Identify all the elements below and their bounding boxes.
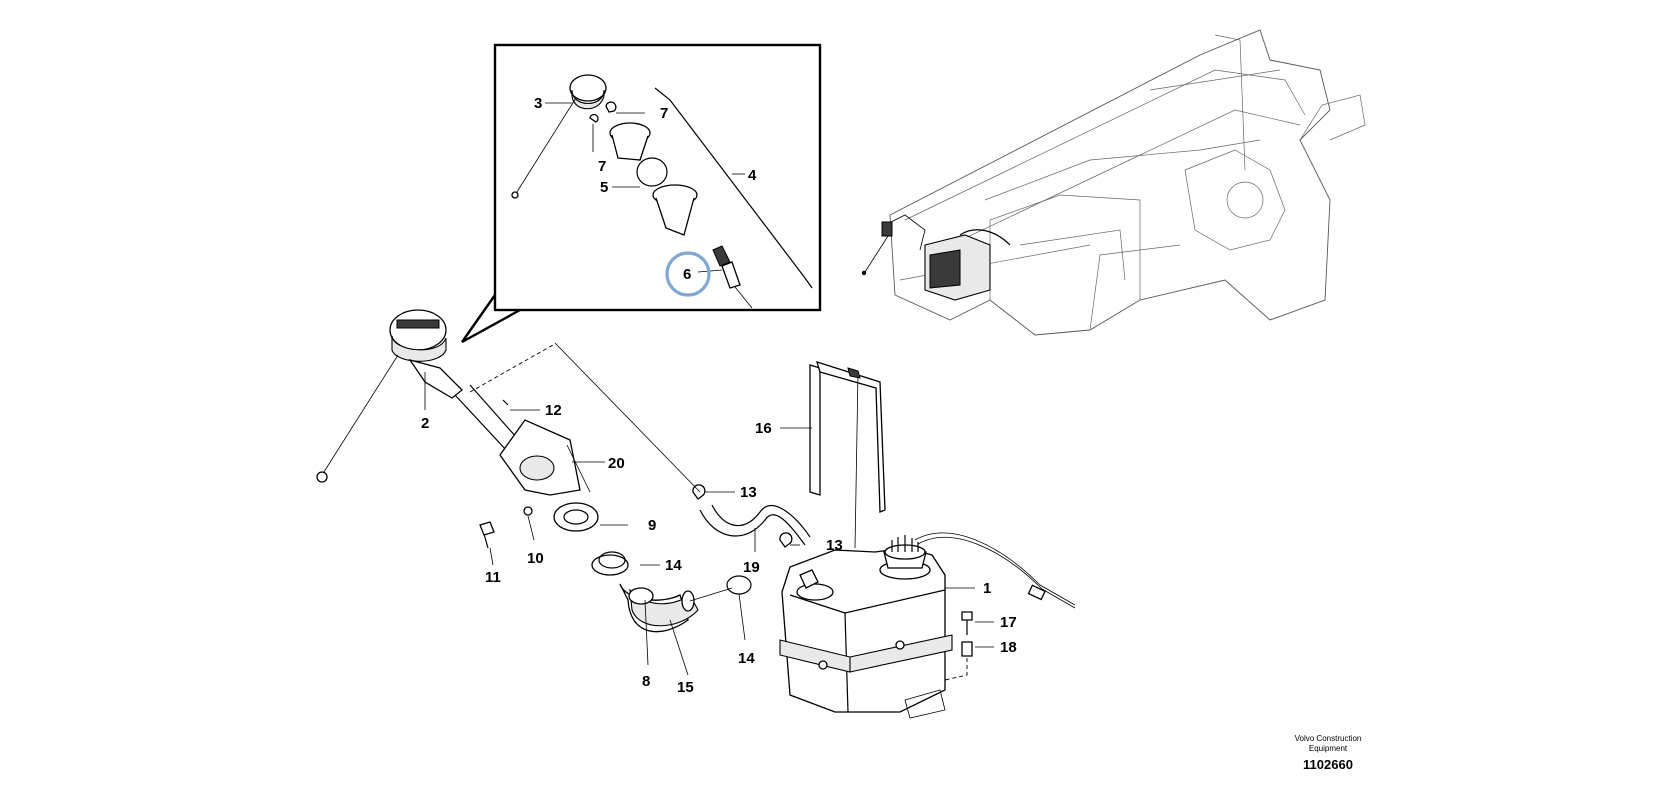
callout-13-left: 13 xyxy=(740,484,757,501)
callout-4: 4 xyxy=(748,167,757,184)
hose-assembly xyxy=(554,342,811,633)
callout-labels: 1 2 3 4 5 6 7 7 8 9 10 11 12 13 13 14 14… xyxy=(421,95,1017,696)
callout-2: 2 xyxy=(421,415,429,432)
callout-8: 8 xyxy=(642,673,650,690)
callout-1: 1 xyxy=(983,580,991,597)
company-name-line2: Equipment xyxy=(1309,744,1348,753)
callout-12: 12 xyxy=(545,402,562,419)
callout-3: 3 xyxy=(534,95,542,112)
callout-19: 19 xyxy=(743,559,760,576)
company-name-line1: Volvo Construction xyxy=(1295,734,1362,743)
callout-20: 20 xyxy=(608,455,625,472)
callout-13-right: 13 xyxy=(826,537,843,554)
callout-5: 5 xyxy=(600,179,608,196)
tank-assembly xyxy=(779,361,1076,719)
callout-10: 10 xyxy=(527,550,544,567)
callout-7-upper: 7 xyxy=(660,105,668,122)
callout-17: 17 xyxy=(1000,614,1017,631)
filler-assembly xyxy=(316,309,599,549)
drawing-footer: Volvo Construction Equipment 1102660 xyxy=(1295,734,1362,772)
highlight-ring xyxy=(665,251,711,297)
machine-frame-illustration xyxy=(861,29,1366,336)
callout-11: 11 xyxy=(485,569,501,586)
callout-7-lower: 7 xyxy=(598,158,606,175)
callout-14-right: 14 xyxy=(738,650,755,667)
callout-6: 6 xyxy=(683,266,691,283)
callout-18: 18 xyxy=(1000,639,1017,656)
callout-15: 15 xyxy=(677,679,694,696)
leader-lines xyxy=(424,372,994,676)
callout-16: 16 xyxy=(755,420,772,437)
callout-9: 9 xyxy=(648,517,656,534)
drawing-number: 1102660 xyxy=(1303,757,1353,772)
callout-14-left: 14 xyxy=(665,557,682,574)
inset-detail-box xyxy=(461,43,822,344)
